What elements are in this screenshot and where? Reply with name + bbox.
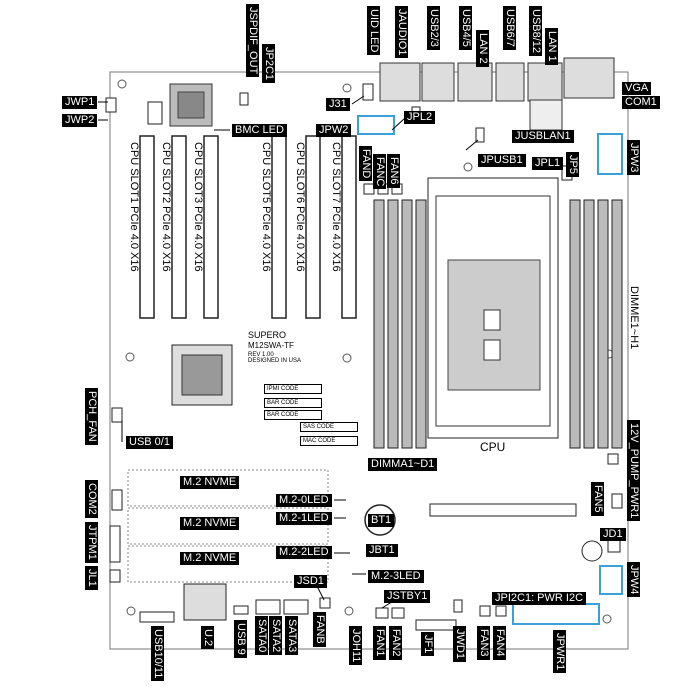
- highlight-boxes: [357, 115, 623, 595]
- label-jpl2: JPL2: [404, 111, 436, 124]
- label-sata0: SATA0: [255, 616, 268, 656]
- label-m2-nvme-3: M.2 NVME: [180, 552, 240, 565]
- label-jwp2: JWP2: [62, 114, 98, 127]
- label-m2-2led: M.2-2LED: [276, 546, 332, 559]
- tag-mac: MAC CODE: [300, 436, 358, 446]
- label-usb01: USB 0/1: [126, 436, 173, 449]
- label-slot3: CPU SLOT3 PCIe 4.0 X16: [192, 142, 204, 272]
- label-fanc: FANC: [373, 154, 386, 190]
- label-m2-1led: M.2-1LED: [276, 512, 332, 525]
- label-jwp1: JWP1: [62, 96, 98, 109]
- capacitor: [581, 540, 603, 562]
- label-fan1: FAN1: [373, 626, 386, 660]
- label-jstby1: JSTBY1: [384, 590, 431, 603]
- label-uid-led: UID LED: [367, 6, 380, 56]
- sata-connectors: [255, 599, 309, 615]
- dimms-left: [373, 199, 427, 449]
- tag-bar2: BAR CODE: [264, 410, 322, 420]
- tag-sas: SAS CODE: [300, 422, 358, 432]
- label-jpw4: JPW4: [627, 562, 640, 598]
- label-fan4: FAN4: [493, 626, 506, 660]
- label-u2: U.2: [201, 626, 214, 650]
- label-bt1: BT1: [368, 514, 395, 527]
- label-lan2: LAN 2: [476, 30, 489, 67]
- pcie-slots: [139, 135, 357, 319]
- label-jusblan1: JUSBLAN1: [512, 130, 574, 143]
- label-usb23: USB2/3: [427, 6, 440, 50]
- label-usb9: USB 9: [234, 620, 247, 658]
- label-m2-3led: M.2-3LED: [368, 570, 424, 583]
- label-usb67: USB6/7: [503, 6, 516, 50]
- label-jbt1: JBT1: [366, 544, 398, 557]
- jf1-header: [415, 619, 457, 631]
- label-com2: COM2: [85, 480, 98, 518]
- label-pch-fan: PCH_FAN: [85, 388, 98, 445]
- label-slot7: CPU SLOT7 PCIe 4.0 X16: [330, 142, 342, 272]
- tag-bar1: BAR CODE: [264, 398, 322, 408]
- board-model: M12SWA-TF: [248, 341, 294, 350]
- label-fan6: FAN6: [387, 154, 400, 188]
- riser-slot: [429, 503, 577, 517]
- label-jd1: JD1: [600, 528, 626, 541]
- label-m2-nvme-1: M.2 NVME: [180, 476, 240, 489]
- board-rev: REV 1.00: [248, 352, 274, 358]
- label-m2-nvme-2: M.2 NVME: [180, 517, 240, 530]
- jpwr1-connector: [512, 603, 600, 625]
- tag-ipmi: IPMI CODE: [264, 384, 322, 394]
- label-fan2: FAN2: [389, 626, 402, 660]
- label-jspdif-out: JSPDIF_OUT: [246, 4, 259, 78]
- m2-area: [127, 469, 329, 583]
- u2-connector: [183, 583, 227, 621]
- label-jl1: JL1: [85, 566, 98, 590]
- label-fand: FAND: [359, 146, 372, 182]
- board-brand: SUPERO: [248, 330, 287, 340]
- label-slot2: CPU SLOT2 PCIe 4.0 X16: [160, 142, 172, 272]
- label-jpl1: JPL1: [532, 157, 564, 170]
- label-fan3: FAN3: [477, 626, 490, 660]
- label-fanb: FANB: [313, 612, 326, 647]
- label-dimm-e-h: DIMME1~H1: [628, 286, 640, 350]
- label-jwd1: JWD1: [453, 626, 466, 662]
- label-jf1: JF1: [421, 632, 434, 657]
- label-com1: COM1: [622, 96, 660, 109]
- label-j31: J31: [326, 98, 350, 111]
- label-jpw2: JPW2: [316, 124, 352, 137]
- label-lan1: LAN 1: [545, 28, 558, 65]
- label-joh11: JOH11: [349, 626, 362, 666]
- label-m2-0led: M.2-0LED: [276, 494, 332, 507]
- label-jpw3: JPW3: [627, 140, 640, 176]
- label-jaudio1: JAUDIO1: [395, 6, 408, 59]
- label-dimm-a-d: DIMMA1~D1: [368, 458, 438, 471]
- label-jpwr1: JPWR1: [553, 630, 566, 674]
- label-usb812: USB8/12: [529, 6, 542, 57]
- label-usb1011: USB10/11: [151, 626, 164, 682]
- label-pump-pwr: 12V_PUMP_PWR1: [627, 420, 640, 522]
- label-jp2c1: JP2C1: [262, 44, 275, 84]
- label-fan5: FAN5: [591, 482, 604, 516]
- label-jp5: JP5: [566, 152, 579, 177]
- dimms-right: [569, 199, 623, 449]
- rear-io: [379, 57, 615, 131]
- label-slot1: CPU SLOT1 PCIe 4.0 X16: [128, 142, 140, 272]
- label-sata2: SATA2: [269, 616, 282, 656]
- label-cpu: CPU: [480, 440, 506, 454]
- label-vga: VGA: [622, 82, 652, 95]
- label-jpi2c1: JPI2C1: PWR I2C: [492, 592, 587, 605]
- label-bmc-led: BMC LED: [232, 124, 287, 137]
- label-slot6: CPU SLOT6 PCIe 4.0 X16: [294, 142, 306, 272]
- label-slot5: CPU SLOT5 PCIe 4.0 X16: [260, 142, 272, 272]
- label-jpusb1: JPUSB1: [478, 154, 526, 167]
- bmc-small-chip: [147, 101, 163, 125]
- label-usb45: USB4/5: [459, 6, 472, 50]
- label-sata3: SATA3: [285, 616, 298, 656]
- board-origin: DESIGNED IN USA: [248, 358, 302, 364]
- label-jtpm1: JTPM1: [85, 522, 98, 563]
- label-jsd1: JSD1: [294, 575, 327, 588]
